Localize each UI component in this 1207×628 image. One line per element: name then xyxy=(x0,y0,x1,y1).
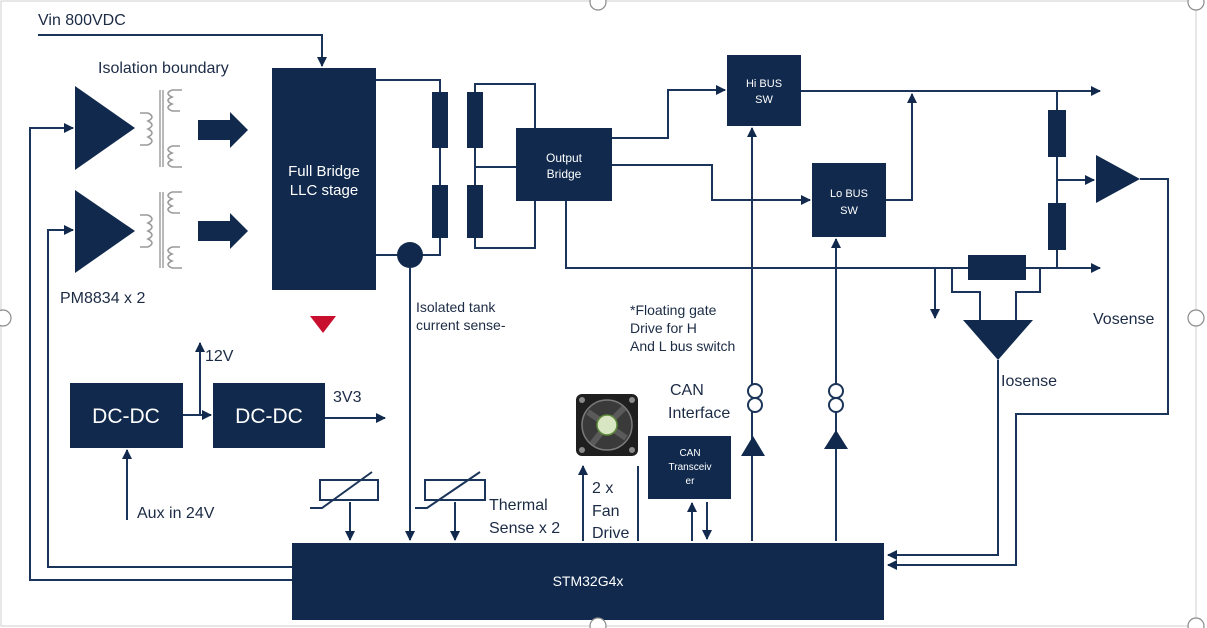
lo-bus-label-line1: Lo BUS xyxy=(830,188,868,200)
dcdc-block-1: DC-DC xyxy=(70,383,183,448)
resistor-icon xyxy=(1048,203,1066,250)
wire-vosense-out xyxy=(887,178,1169,570)
capacitor-icon xyxy=(432,92,448,148)
isolated-tank-label-line2: current sense- xyxy=(416,317,506,333)
resistor-icon xyxy=(968,255,1026,280)
capacitor-icon xyxy=(467,92,483,148)
thermal-sense-label-line1: Thermal xyxy=(489,497,548,514)
isolation-boundary-label: Isolation boundary xyxy=(98,60,229,77)
dcdc-block-2: DC-DC xyxy=(213,383,325,448)
lo-bus-switch-block: Lo BUS SW xyxy=(812,163,886,237)
amplifier-triangle-icon xyxy=(75,190,135,273)
amplifier-triangle-icon xyxy=(1096,155,1140,203)
resize-handle-icon[interactable] xyxy=(1187,617,1205,628)
wire-iosense-out xyxy=(887,360,999,560)
wire-bridge-top xyxy=(376,79,441,92)
can-transceiver-line1: CAN xyxy=(679,448,700,459)
transformer-icon xyxy=(140,191,182,269)
wire-driver-2-input xyxy=(47,225,292,568)
amplifier-triangle-icon xyxy=(75,86,135,170)
dcdc-2-label: DC-DC xyxy=(235,405,303,428)
wire-driver-1-input xyxy=(29,123,292,581)
lo-bus-label-line2: SW xyxy=(840,205,858,217)
output-bridge-block: Output Bridge xyxy=(516,128,612,201)
pm8834-label: PM8834 x 2 xyxy=(60,290,145,307)
fan-drive-label-line1: 2 x xyxy=(592,480,613,497)
gate-driver-triangle-icon xyxy=(741,436,765,456)
capacitor-icon xyxy=(467,185,483,238)
gate-driver-triangle-icon xyxy=(824,430,848,449)
can-interface-label-line1: CAN xyxy=(670,382,704,399)
resize-handle-icon[interactable] xyxy=(0,309,12,327)
floating-gate-label-line3: And L bus switch xyxy=(630,338,735,354)
stm32-mcu-block: STM32G4x xyxy=(292,543,884,620)
isolator-icon xyxy=(828,383,844,413)
current-sense-node xyxy=(397,242,423,268)
wire-lo-bus-out xyxy=(886,93,917,201)
can-transceiver-line2: Transceiv xyxy=(669,462,712,473)
aux-in-label: Aux in 24V xyxy=(137,505,215,522)
thermal-sense-label-line2: Sense x 2 xyxy=(489,520,560,537)
fan-drive-label-line2: Fan xyxy=(592,503,620,520)
transformer-icon xyxy=(140,89,182,168)
fan-icon xyxy=(576,394,638,456)
thermistor-icon xyxy=(310,471,379,509)
vosense-label: Vosense xyxy=(1093,311,1154,328)
output-bridge-label-line2: Bridge xyxy=(547,167,582,181)
wire-output-return xyxy=(565,201,1101,273)
can-transceiver-block: CAN Transceiv er xyxy=(648,436,731,499)
full-bridge-llc-block: Full Bridge LLC stage xyxy=(272,68,376,290)
resize-handle-icon[interactable] xyxy=(1187,309,1205,327)
ground-triangle-icon xyxy=(310,316,336,333)
thermistor-icon xyxy=(415,471,486,509)
resize-handle-icon[interactable] xyxy=(1187,0,1205,11)
output-bridge-label-line1: Output xyxy=(546,151,583,165)
block-arrow-icon xyxy=(198,213,248,249)
dcdc-1-label: DC-DC xyxy=(92,405,160,428)
isolator-icon xyxy=(747,383,763,413)
wire-vin xyxy=(38,34,327,67)
wires xyxy=(29,34,1169,581)
mcu-label: STM32G4x xyxy=(553,573,624,589)
floating-gate-label-line2: Drive for H xyxy=(630,320,697,336)
wire-iosense-right-tap xyxy=(1015,268,1041,320)
floating-gate-label-line1: *Floating gate xyxy=(630,302,717,318)
capacitor-icon xyxy=(432,185,448,238)
full-bridge-label-line1: Full Bridge xyxy=(288,163,360,180)
wire-iosense-left-tap xyxy=(951,268,981,320)
hi-bus-label-line1: Hi BUS xyxy=(746,78,782,90)
isolated-tank-label-line1: Isolated tank xyxy=(416,299,496,315)
3v3-label: 3V3 xyxy=(333,389,362,406)
wire-output-to-lo-bus xyxy=(612,164,811,205)
iosense-label: Iosense xyxy=(1001,373,1057,390)
vin-label: Vin 800VDC xyxy=(38,12,126,29)
hi-bus-switch-block: Hi BUS SW xyxy=(727,55,801,126)
hi-bus-label-line2: SW xyxy=(755,94,773,106)
fan-drive-label-line3: Drive xyxy=(592,525,629,542)
resistor-icon xyxy=(1048,110,1066,157)
12v-label: 12V xyxy=(205,348,234,365)
wire-secondary-bottom xyxy=(474,201,536,249)
block-arrow-icon xyxy=(198,112,248,148)
amplifier-triangle-icon xyxy=(963,320,1033,360)
wire-output-to-hi-bus xyxy=(612,85,726,139)
resize-handle-icon[interactable] xyxy=(589,617,607,628)
wire-secondary-top xyxy=(474,83,536,128)
full-bridge-label-line2: LLC stage xyxy=(290,182,358,199)
resize-handle-icon[interactable] xyxy=(589,0,607,11)
can-transceiver-line3: er xyxy=(686,476,696,487)
can-interface-label-line2: Interface xyxy=(668,405,730,422)
